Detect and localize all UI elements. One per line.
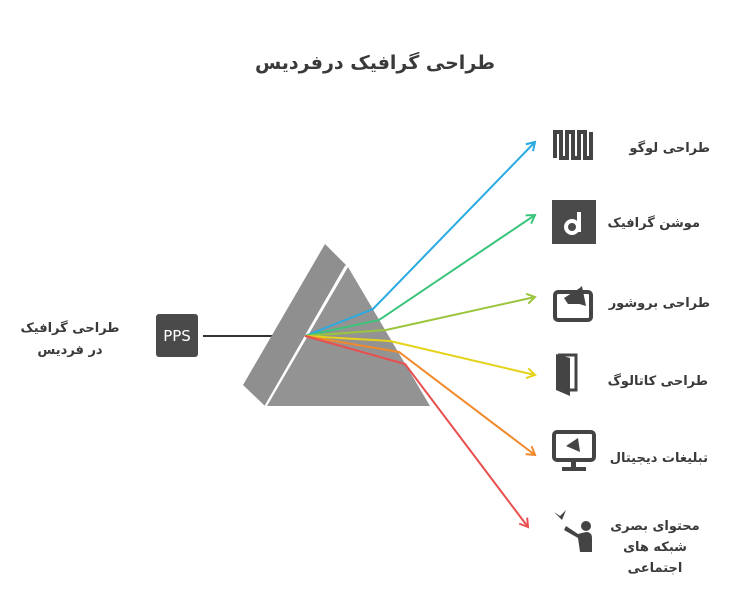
output-label-digital-ads: تبلیغات دیجیتال xyxy=(609,451,708,466)
door-icon xyxy=(552,352,596,396)
ray-2 xyxy=(304,296,536,337)
ray-0 xyxy=(304,141,536,337)
prism-front-face xyxy=(267,267,430,406)
megaphone-card-icon xyxy=(552,282,596,326)
output-label-motion: موشن گرافیک xyxy=(607,216,700,231)
pps-badge: PPS xyxy=(156,314,198,357)
diagram-title: طراحی گرافیک درفردیس xyxy=(254,52,496,74)
ray-4 xyxy=(304,335,536,456)
arrowhead-4 xyxy=(525,445,537,457)
ray-5 xyxy=(304,335,529,528)
arrowhead-0 xyxy=(525,140,537,152)
output-label-catalog: طراحی کاتالوگ xyxy=(607,374,708,389)
arrowhead-2 xyxy=(525,292,537,305)
logo-icon xyxy=(552,124,596,168)
arrowhead-1 xyxy=(525,213,537,225)
person-bird-icon xyxy=(552,508,596,552)
arrowhead-5 xyxy=(518,517,530,529)
arrowhead-3 xyxy=(525,367,537,379)
output-label-social: محتوای بصری شبکه های اجتماعی xyxy=(610,519,700,576)
prism-back-face xyxy=(243,244,346,406)
d-letter-icon xyxy=(552,200,596,244)
monitor-megaphone-icon xyxy=(552,430,596,474)
output-label-logo: طراحی لوگو xyxy=(629,141,710,156)
ray-1 xyxy=(304,214,536,337)
output-label-brochure: طراحی بروشور xyxy=(608,296,710,311)
source-label: طراحی گرافیک در فردیس xyxy=(20,321,120,358)
ray-3 xyxy=(304,335,536,376)
